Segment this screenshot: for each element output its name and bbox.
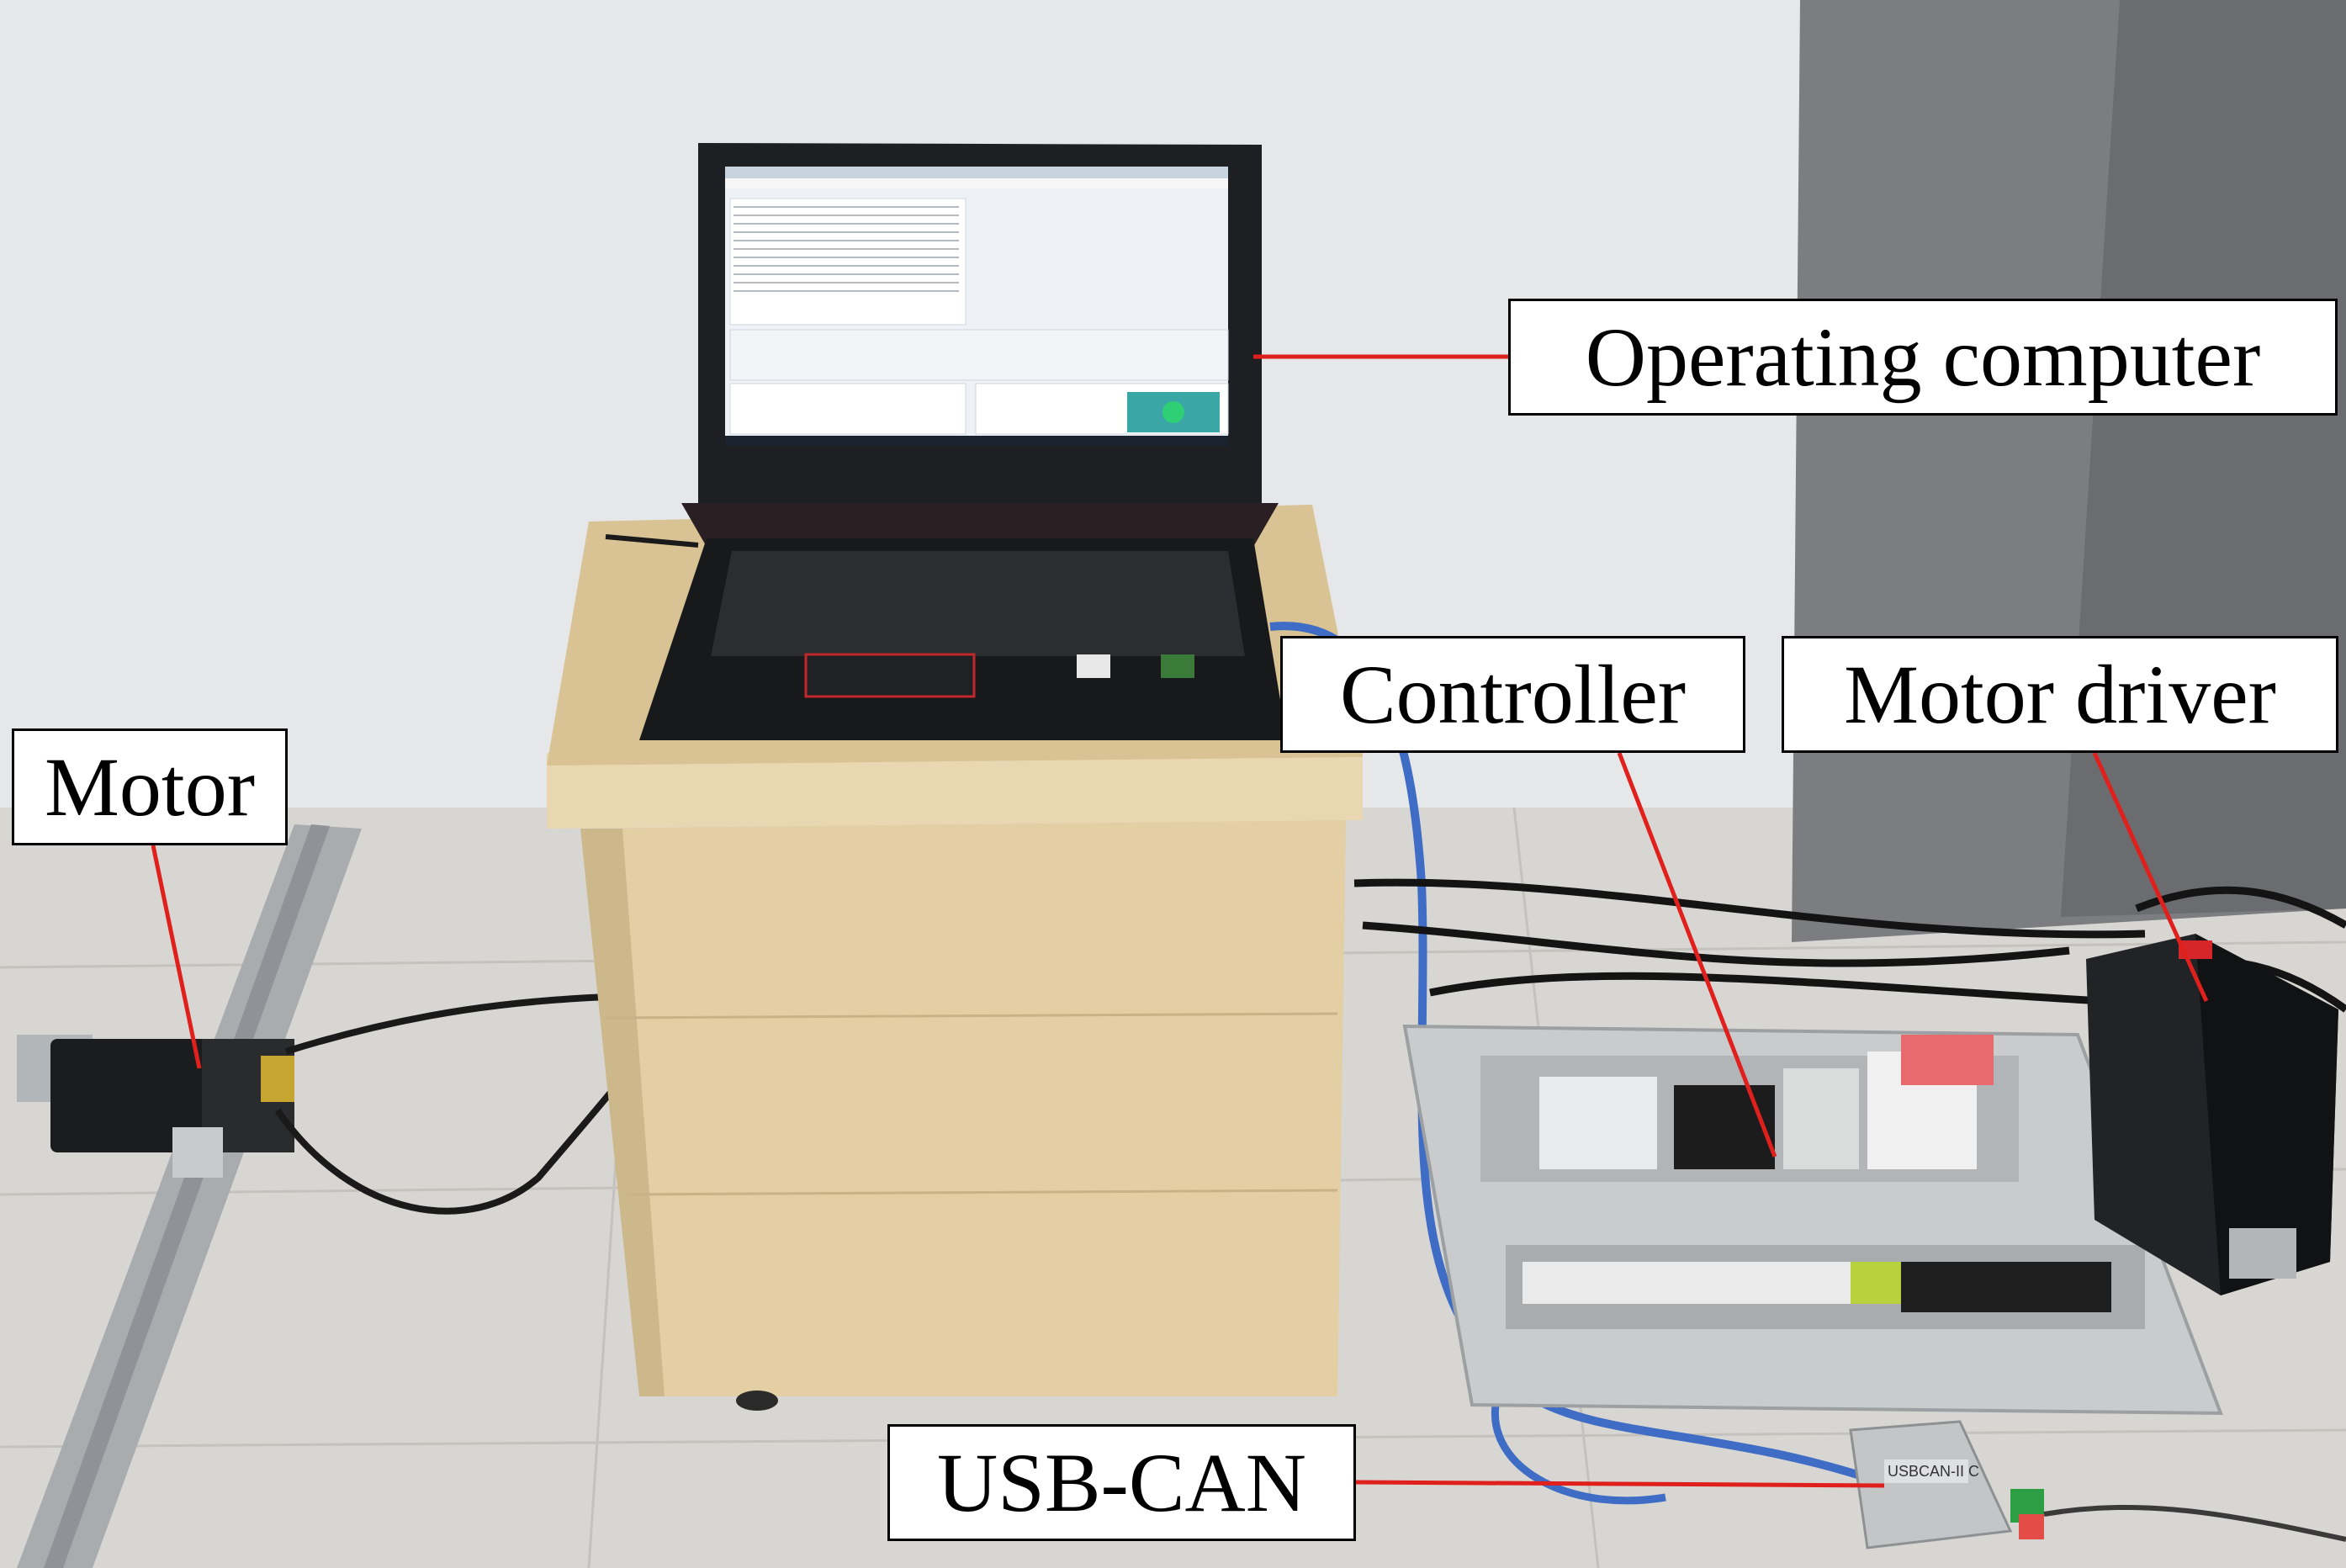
label-usb-can: USB-CAN	[887, 1424, 1356, 1541]
callout-usb-can	[1355, 1480, 1885, 1488]
svg-text:USBCAN-II C: USBCAN-II C	[1888, 1463, 1979, 1480]
motor-device	[17, 1035, 294, 1178]
callout-lines	[151, 354, 2209, 1488]
motor-driver-device	[2086, 934, 2338, 1295]
callout-motor-driver	[2092, 751, 2209, 1003]
controller-tray	[1402, 1024, 2223, 1416]
label-operating-computer: Operating computer	[1508, 299, 2338, 416]
label-controller: Controller	[1280, 636, 1745, 753]
laptop	[605, 143, 1287, 740]
label-motor: Motor	[12, 728, 288, 845]
callout-controller	[1617, 752, 1777, 1157]
callout-motor	[151, 845, 202, 1069]
label-motor-driver: Motor driver	[1782, 636, 2338, 753]
cable-bundle	[1353, 878, 2346, 1013]
usbcan-device: USBCAN-II C	[1849, 1420, 2346, 1549]
